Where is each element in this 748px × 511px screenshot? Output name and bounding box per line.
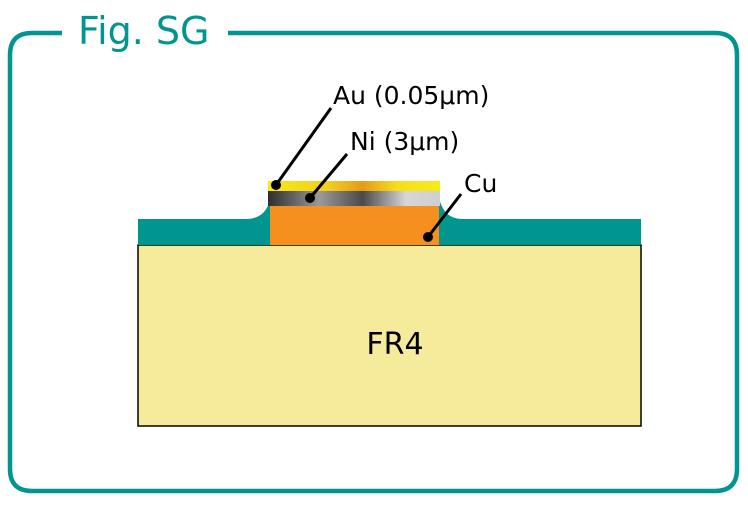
au-label: Au (0.05μm) [333,81,489,110]
solder-mask-right [439,198,641,245]
au-leader-dot [271,180,281,190]
gold-layer [268,181,440,191]
cu-label: Cu [464,169,497,198]
figure-frame [7,30,740,494]
cu-leader-dot [423,232,433,242]
au-leader-line [274,107,333,186]
cu-leader-line [426,193,463,238]
figure-title: Fig. SG [78,9,210,53]
ni-leader-line [308,153,349,199]
nickel-layer [268,191,440,206]
fr4-label: FR4 [366,327,423,362]
ni-label: Ni (3μm) [350,127,459,156]
fr4-substrate [137,244,642,427]
solder-mask-left [138,200,270,245]
ni-leader-dot [305,193,315,203]
copper-pad [270,205,439,245]
